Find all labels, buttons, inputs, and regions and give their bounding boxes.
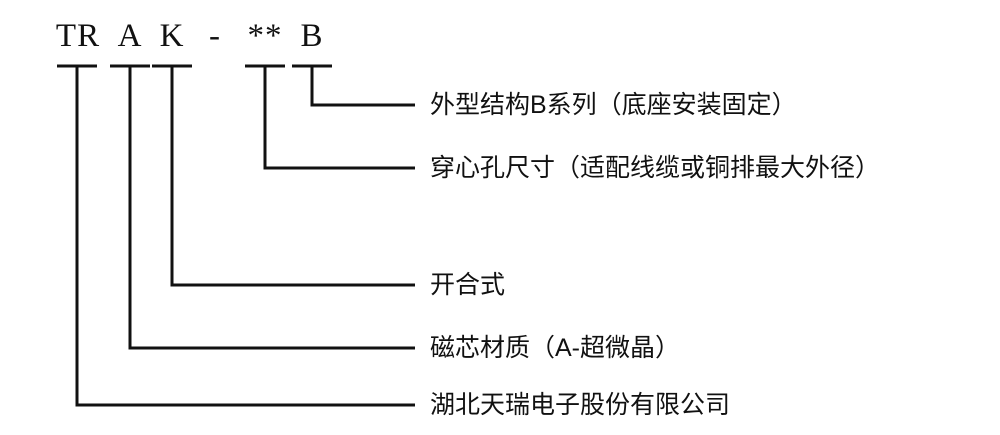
leader-path	[170, 66, 415, 287]
leader-path-group	[75, 66, 415, 407]
leader-path	[263, 66, 415, 170]
leader-path	[75, 66, 415, 407]
leader-path	[310, 66, 415, 107]
callout-label-core-material: 磁芯材质（A-超微晶）	[430, 334, 681, 362]
callout-label-b-series: 外型结构B系列（底座安装固定）	[430, 91, 797, 119]
callout-label-aperture-size: 穿心孔尺寸（适配线缆或铜排最大外径）	[430, 154, 881, 182]
callout-label-split-core: 开合式	[430, 271, 506, 299]
callout-label-company: 湖北天瑞电子股份有限公司	[430, 391, 731, 419]
leader-path	[128, 66, 415, 350]
